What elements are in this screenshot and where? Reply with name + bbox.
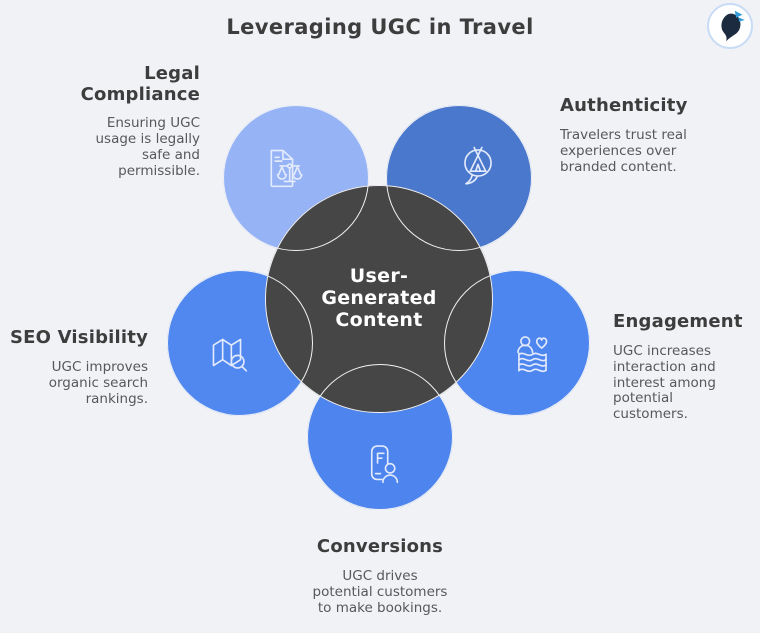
center-circle: User- Generated Content bbox=[265, 185, 493, 413]
document-scales-icon bbox=[270, 149, 303, 187]
section-legal-compliance: Legal Compliance Ensuring UGC usage is l… bbox=[80, 63, 201, 180]
map-magnifier-icon bbox=[212, 338, 248, 372]
section-engagement: Engagement UGC increases interaction and… bbox=[613, 311, 743, 423]
section-description-seo-visibility: UGC improves organic search rankings. bbox=[48, 358, 148, 407]
section-description-conversions: UGC drives potential customers to make b… bbox=[312, 567, 448, 616]
brand-logo-icon bbox=[721, 10, 745, 42]
section-heading-authenticity: Authenticity bbox=[560, 95, 688, 116]
person-heart-flag-icon bbox=[516, 336, 547, 373]
section-heading-conversions: Conversions bbox=[316, 536, 444, 557]
section-conversions: Conversions UGC drives potential custome… bbox=[280, 536, 480, 616]
section-description-legal-compliance: Ensuring UGC usage is legally safe and p… bbox=[95, 115, 201, 180]
section-description-engagement: UGC increases interaction and interest a… bbox=[613, 342, 716, 423]
section-heading-legal-compliance: Legal Compliance bbox=[80, 63, 200, 105]
section-heading-seo-visibility: SEO Visibility bbox=[9, 327, 148, 348]
section-description-authenticity: Travelers trust real experiences over br… bbox=[560, 126, 687, 175]
speech-bubble-tent-icon bbox=[464, 146, 492, 185]
section-heading-engagement: Engagement bbox=[613, 311, 743, 332]
page-title: Leveraging UGC in Travel bbox=[226, 15, 534, 39]
section-seo-visibility: SEO Visibility UGC improves organic sear… bbox=[9, 327, 148, 407]
center-label: User- Generated Content bbox=[321, 265, 437, 331]
brand-logo bbox=[707, 3, 753, 49]
section-authenticity: Authenticity Travelers trust real experi… bbox=[560, 95, 688, 175]
phone-person-icon bbox=[370, 445, 398, 484]
